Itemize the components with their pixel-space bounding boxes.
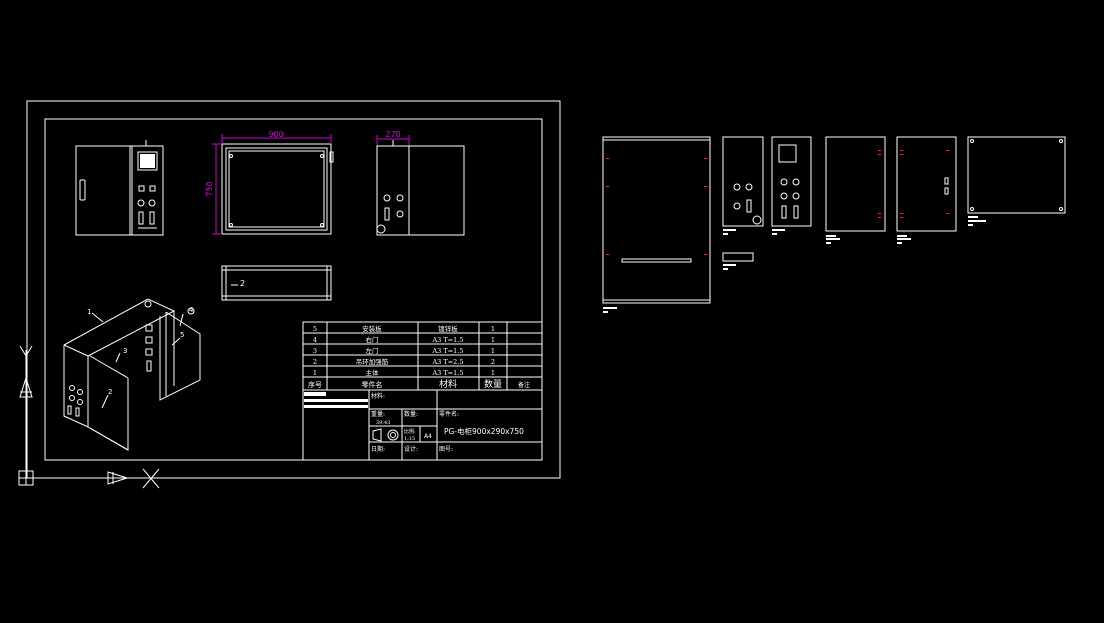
bom-header-name: 零件名 [362,380,383,389]
bom-table: 5 安装板 镀锌板 1 4 右门 A3 T=1.5 1 3 左门 A3 T=1.5 1 2 吊环加强筋 A3… [302,321,543,391]
tb-fill-bar-1 [304,392,326,396]
tb-scale-value: 1:15 [404,436,415,442]
bom-cell-no: 2 [313,358,317,366]
bom-cell-name: 主体 [366,368,380,377]
bom-cell-name: 吊环加强筋 [356,357,389,366]
bom-cell-name: 右门 [366,335,379,344]
bom-cell-no: 5 [313,325,317,333]
flat-patterns [602,136,1066,304]
tb-weight-value: 39.43 [376,420,390,426]
bom-cell-qty: 1 [491,336,495,344]
tb-fill-bar-2 [304,399,368,402]
bom-header-material: 材料 [439,378,457,390]
sheet-inner-border [44,118,543,461]
bom-cell-material: A3 T=1.5 [431,369,463,377]
side-view [376,140,465,236]
bom-cell-material: A3 T=1.5 [431,336,463,344]
bom-cell-qty: 1 [491,325,495,333]
top-view [221,265,332,301]
front-display-window [137,151,158,171]
bom-cell-qty: 1 [491,347,495,355]
dim-height-label: 750 [205,181,214,196]
bom-cell-no: 1 [313,369,317,377]
tb-fill-bar-3 [304,405,368,408]
tb-weight-label: 重量: [371,410,385,418]
drawing-sheet [26,100,561,479]
flat-part-3 [771,136,812,227]
iso-balloon-4: 4 [189,306,194,314]
bom-cell-qty: 1 [491,369,495,377]
sheet-outer-border [26,100,561,479]
tb-paper-size: A4 [424,433,432,440]
tb-scale-label: 比例: [404,428,416,435]
flat-part-5 [896,136,957,232]
flat-part-2 [722,136,764,262]
iso-balloon-2: 2 [108,388,112,396]
back-view: 900 750 270 [205,130,410,235]
ucs-axis-icon [18,345,160,489]
iso-balloon-1: 1 [87,308,91,316]
dim-width-label: 900 [268,130,283,139]
front-view [75,140,164,236]
tb-date-label: 日期: [371,445,385,453]
bom-header-no: 序号 [308,380,322,389]
isometric-view [63,298,201,451]
flat-part-body [602,136,711,304]
tb-part-name-label: 零件名: [439,410,459,418]
bom-cell-name: 左门 [366,346,379,355]
iso-balloon-5: 5 [180,331,184,339]
title-block: 材料: 重量: 39.43 数量: 零件名: 比例: 1:15 A4 PG-电柜… [302,389,543,461]
tb-drawing-no-label: 图号: [439,446,453,453]
bom-cell-material: 镀锌板 [438,324,458,333]
top-view-balloon: 2 [240,279,245,288]
tb-designer-label: 设计: [404,445,418,453]
dimension-lines [212,134,410,235]
flat-part-labels [603,216,986,313]
bom-cell-material: A3 T=2.5 [431,358,463,366]
tb-quantity-label: 数量: [404,410,418,418]
bom-header-remark: 备注 [518,381,530,389]
flat-part-6 [967,136,1066,214]
bom-cell-qty: 2 [491,358,495,366]
bom-cell-no: 3 [313,347,317,355]
tb-drawing-title: PG-电柜900x290x750 [444,426,524,436]
projection-symbol-icon [372,428,399,442]
flat-red-marks [606,150,949,255]
tb-material-label: 材料: [371,392,385,400]
bom-cell-no: 4 [313,336,317,344]
front-view-outline [75,145,164,236]
bom-header-qty: 数量 [484,378,502,390]
flat-part-4 [825,136,886,232]
iso-balloon-3: 3 [123,347,127,355]
bom-cell-name: 安装板 [362,324,382,333]
bom-cell-material: A3 T=1.5 [431,347,463,355]
dim-depth-label: 270 [385,130,400,139]
